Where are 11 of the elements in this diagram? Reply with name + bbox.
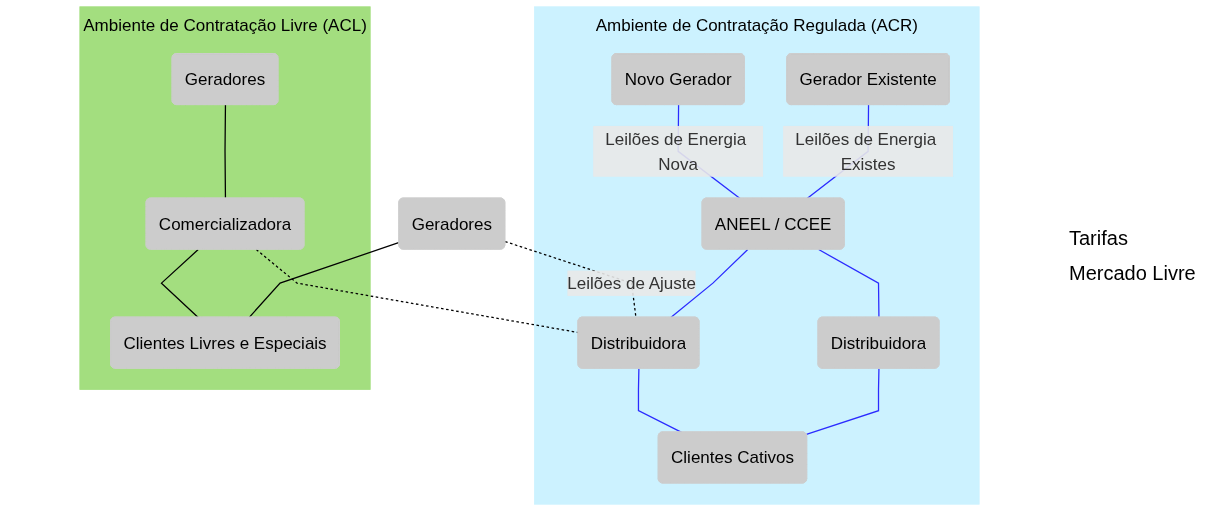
note-text: Tarifas — [1069, 226, 1129, 250]
edge-label: Leilões de Energia Existes — [795, 129, 937, 174]
edge-label: Leilões de Ajuste — [567, 273, 696, 293]
connector — [248, 241, 400, 319]
connector — [818, 248, 880, 319]
connector — [160, 248, 199, 319]
edge-label: Leilões de Energia Nova — [605, 129, 747, 174]
connector — [805, 367, 880, 435]
connector — [224, 104, 227, 200]
note-text: Mercado Livre — [1069, 261, 1197, 285]
connector — [670, 248, 749, 319]
